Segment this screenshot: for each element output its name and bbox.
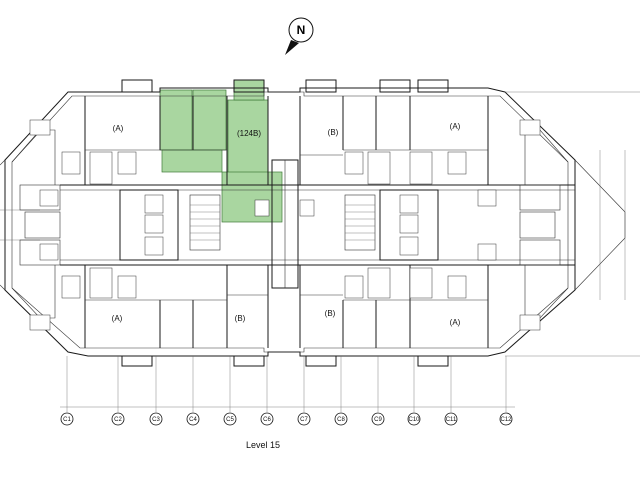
grid-bubble xyxy=(334,412,348,426)
grid-bubble xyxy=(186,412,200,426)
grid-label: C4 xyxy=(189,417,197,423)
grid-bubble xyxy=(223,412,237,426)
core-elevators-stairs xyxy=(119,189,439,261)
grid-bubble xyxy=(111,412,125,426)
grid-bubble xyxy=(60,412,74,426)
grid-label: C2 xyxy=(114,417,122,423)
unit-label: (A) xyxy=(450,318,461,327)
unit-label: (B) xyxy=(328,128,339,137)
grid-bubble xyxy=(260,412,274,426)
unit-label: (B) xyxy=(325,309,336,318)
grid-label: C8 xyxy=(337,417,345,423)
unit-label-124b: (124B) xyxy=(237,129,261,138)
interior-walls xyxy=(60,96,575,348)
unit-label: (A) xyxy=(113,124,124,133)
grid-bubble xyxy=(149,412,163,426)
right-wing-rooms xyxy=(519,119,569,331)
grid-bubble xyxy=(444,412,458,426)
grid-bubble xyxy=(297,412,311,426)
unit-label: (B) xyxy=(235,314,246,323)
unit-label: (A) xyxy=(450,122,461,131)
grid-label: C7 xyxy=(300,417,308,423)
bathroom-fixtures xyxy=(39,151,497,299)
grid-bubble xyxy=(407,412,421,426)
grid-bubble xyxy=(499,412,513,426)
level-label: Level 15 xyxy=(246,440,280,450)
compass-letter: N xyxy=(297,23,306,37)
grid-label: C10 xyxy=(408,417,420,423)
grid-label: C12 xyxy=(500,417,512,423)
grid-label: C6 xyxy=(263,417,271,423)
right-wing-lines xyxy=(505,91,640,357)
north-arrow-icon: N xyxy=(285,17,314,55)
grid-bubble xyxy=(371,412,385,426)
grid-label: C11 xyxy=(446,417,457,423)
unit-label: (A) xyxy=(112,314,123,323)
grid-label: C3 xyxy=(152,417,160,423)
left-wing-lines xyxy=(0,159,40,291)
column-grid: C1 C2 C3 C4 C5 C6 C7 C8 C9 C10 C11 C12 xyxy=(60,356,515,426)
grid-label: C9 xyxy=(374,417,382,423)
left-wing-rooms xyxy=(11,119,61,331)
building-outline xyxy=(4,79,576,367)
grid-label: C1 xyxy=(63,417,71,423)
grid-label: C5 xyxy=(226,417,234,423)
